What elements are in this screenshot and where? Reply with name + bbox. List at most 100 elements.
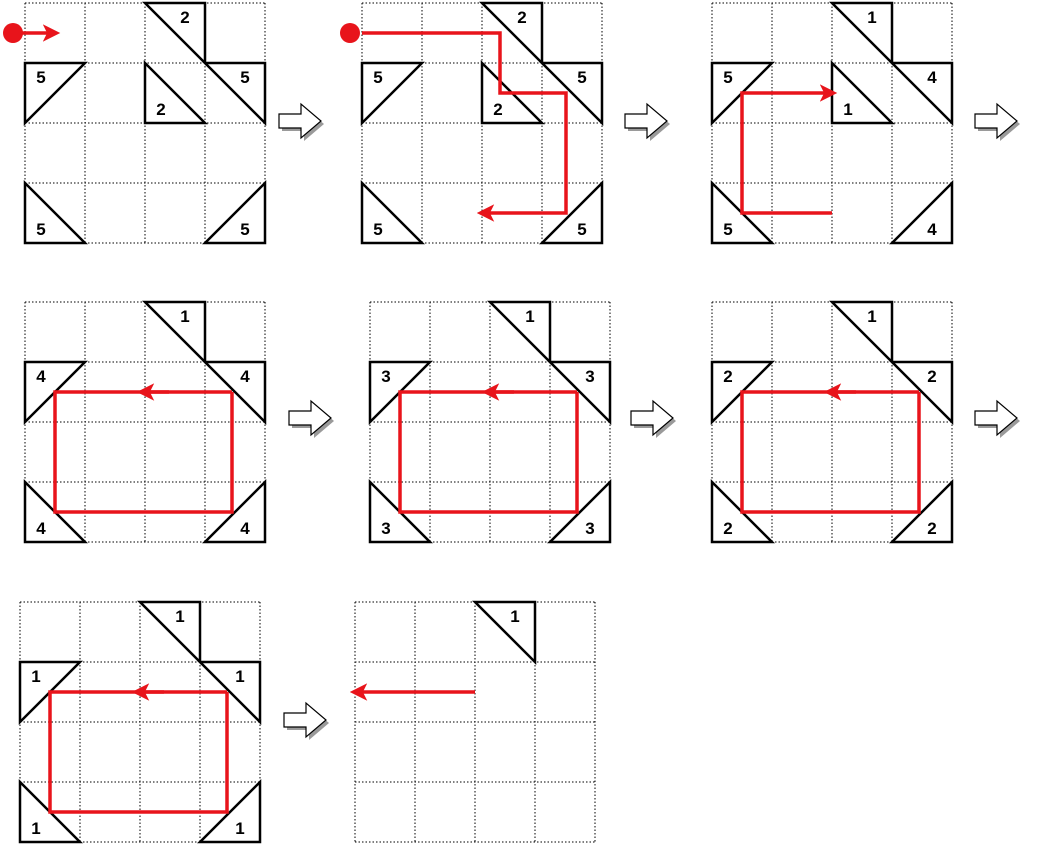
grid	[354, 601, 596, 843]
mirror-count-label: 1	[843, 100, 852, 119]
mirror-triangle: 5	[538, 179, 604, 245]
puzzle-panel: 1 1 1 1 1	[18, 600, 262, 844]
mirror-shape	[538, 61, 604, 127]
flow-arrow-icon	[288, 399, 334, 438]
start-dot-icon	[340, 23, 360, 43]
mirror-shape	[546, 478, 612, 544]
mirror-count-label: 4	[927, 68, 937, 87]
grid	[24, 301, 266, 543]
flow-arrow-shape	[288, 399, 332, 437]
mirror-shape	[828, 300, 894, 366]
mirror-triangle: 1	[141, 300, 207, 366]
mirror-shape	[888, 61, 954, 127]
mirror-count-label: 5	[36, 220, 45, 239]
mirror-count-label: 3	[381, 367, 390, 386]
mirror-triangle: 1	[486, 300, 552, 366]
mirror-triangle: 1	[828, 1, 894, 67]
mirror-shape	[486, 300, 552, 366]
flow-arrow-shape	[624, 102, 668, 140]
mirror-count-label: 1	[867, 8, 876, 27]
mirror-count-label: 1	[235, 819, 244, 838]
mirror-triangle: 2	[888, 478, 954, 544]
mirror-count-label: 1	[31, 667, 40, 686]
mirror-shape	[141, 1, 207, 67]
mirror-triangle: 5	[538, 61, 604, 127]
mirror-count-label: 1	[175, 607, 184, 626]
mirror-triangle: 4	[201, 478, 267, 544]
mirror-triangle: 2	[141, 1, 207, 67]
mirror-shape	[478, 1, 544, 67]
puzzle-panel: 1	[349, 600, 596, 843]
mirror-shape	[23, 179, 89, 245]
mirror-triangle: 2	[478, 1, 544, 67]
mirror-count-label: 1	[235, 667, 244, 686]
mirror-count-label: 4	[927, 220, 937, 239]
mirror-count-label: 5	[240, 220, 249, 239]
mirror-shape	[888, 179, 954, 245]
flow-arrow-icon	[630, 399, 676, 438]
mirror-count-label: 2	[723, 519, 732, 538]
flow-arrow-icon	[278, 102, 324, 141]
mirror-count-label: 5	[373, 68, 382, 87]
mirror-count-label: 3	[585, 367, 594, 386]
mirror-triangle: 4	[888, 179, 954, 245]
mirror-count-label: 4	[240, 519, 250, 538]
mirror-count-label: 2	[493, 100, 502, 119]
mirror-triangle: 3	[546, 478, 612, 544]
mirror-shape	[196, 660, 262, 726]
flow-arrow-icon	[283, 701, 329, 740]
mirror-count-label: 1	[31, 819, 40, 838]
mirror-shape	[196, 778, 262, 844]
mirror-triangle: 5	[23, 61, 89, 127]
mirror-triangle: 1	[196, 660, 262, 726]
mirror-shape	[201, 360, 267, 426]
grid	[711, 301, 953, 543]
mirror-triangle: 4	[201, 360, 267, 426]
mirror-shape	[538, 179, 604, 245]
mirror-count-label: 2	[927, 519, 936, 538]
mirror-triangle: 2	[888, 360, 954, 426]
flow-arrow-shape	[630, 399, 674, 437]
mirror-count-label: 1	[525, 307, 534, 326]
mirror-triangle: 5	[360, 61, 426, 127]
mirror-triangle: 5	[360, 179, 426, 245]
flow-arrow-shape	[974, 102, 1018, 140]
flow-arrows-layer	[278, 102, 1020, 740]
light-path	[398, 390, 579, 514]
grid	[19, 601, 261, 843]
mirror-shape	[201, 61, 267, 127]
mirror-count-label: 4	[36, 519, 46, 538]
mirror-triangle: 1	[830, 59, 896, 125]
mirror-count-label: 5	[723, 68, 732, 87]
mirror-shape	[143, 59, 209, 125]
mirror-count-label: 5	[723, 220, 732, 239]
start-dot-icon	[3, 23, 23, 43]
mirror-count-label: 2	[180, 8, 189, 27]
mirror-count-label: 2	[517, 8, 526, 27]
mirror-shape	[141, 300, 207, 366]
mirror-count-label: 5	[577, 220, 586, 239]
mirror-count-label: 4	[240, 367, 250, 386]
mirror-count-label: 2	[723, 367, 732, 386]
mirror-shape	[201, 478, 267, 544]
flow-arrow-shape	[278, 102, 322, 140]
mirror-shape	[830, 59, 896, 125]
puzzle-panel: 2 5 2 5 5 5	[340, 1, 604, 245]
mirror-triangle: 1	[828, 300, 894, 366]
mirror-shape	[201, 179, 267, 245]
mirror-triangle: 1	[196, 778, 262, 844]
mirror-shape	[360, 179, 426, 245]
grid	[369, 301, 611, 543]
mirror-shape	[471, 600, 537, 666]
mirror-shape	[888, 360, 954, 426]
mirror-triangle: 3	[546, 360, 612, 426]
mirror-shape	[888, 478, 954, 544]
light-path	[362, 31, 568, 222]
mirror-count-label: 2	[156, 100, 165, 119]
light-path	[740, 84, 838, 215]
mirror-count-label: 1	[180, 307, 189, 326]
